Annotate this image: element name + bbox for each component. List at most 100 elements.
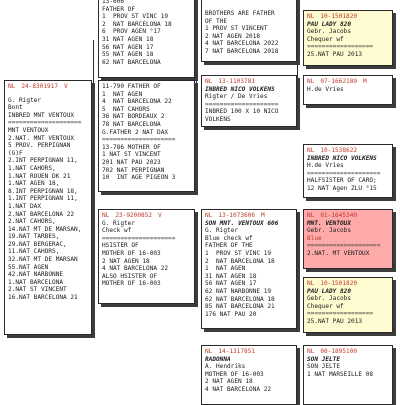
ring-prefix: NL <box>307 78 315 85</box>
result-line: 1.NAT ROUEN DK 21 <box>8 172 71 180</box>
sex-marker: V <box>64 83 68 90</box>
info-line: Chequer wf <box>307 302 344 310</box>
ring-header: NL 08-1895100 <box>307 348 389 356</box>
ring-prefix: NL <box>307 348 315 355</box>
pigeon-card-dam[interactable]: NL 23-9200852 V G. Rigter Check wf =====… <box>98 209 195 304</box>
ring-header: NL 01-1645340 <box>307 212 389 220</box>
info-line: SON JELTE <box>307 363 341 371</box>
result-line: 4 NAT BARCELONA 22 <box>102 265 169 273</box>
sex-marker: M <box>363 78 367 85</box>
ancestor-card-top-left[interactable]: 13-606 FATHER OF 1 PROV ST VINC 19 2 NAT… <box>98 0 195 78</box>
info-line: 1 NAT AGEN <box>205 265 246 273</box>
info-line: 4 NAT BARCELONA 2022 <box>205 40 279 48</box>
separator: ==================== <box>307 169 381 177</box>
result-line: 11.NAT CAHORS, <box>8 248 60 256</box>
pedigree-connector <box>93 40 94 92</box>
separator: ================== <box>307 43 374 51</box>
ring-number: 10-1501820 <box>320 13 358 20</box>
ancestor-card-bottom-mid[interactable]: NL 14-1317851 RADONNA A. Hendriks MOTHER… <box>201 345 297 405</box>
info-line: Blue <box>307 234 322 242</box>
pigeon-card-sire[interactable]: NL 24-8301917 V G. Rigter Bont INBRED MN… <box>4 80 92 335</box>
info-line: 78 NAT BARCELONA <box>102 120 161 128</box>
pedigree-connector <box>297 240 298 280</box>
ring-prefix: NL <box>307 280 315 287</box>
info-line: 31 NAT AGEN 18 <box>102 35 154 43</box>
info-line: 11-790 FATHER OF <box>102 83 161 90</box>
result-line: 2.NAT. MNT VENTOUX <box>8 134 75 142</box>
ancestor-card-bottom-right[interactable]: NL 08-1895100 SON JELTE SON JELTE 1 NAT … <box>303 345 393 405</box>
info-line: Rigter / De Vries <box>205 93 268 101</box>
pigeon-name: MNT. VENTOUX <box>307 219 352 227</box>
ancestor-card-yellow[interactable]: NL 10-1501820 PAU LADY 820 Gebr. Jacobs … <box>303 277 393 333</box>
result-line: 1.INT PERPIGNAN 11, <box>8 195 78 203</box>
separator: ==================== <box>205 100 279 108</box>
info-line: 36 NAT BORDEAUX 2 <box>102 113 165 121</box>
ancestor-card-top-mid[interactable]: BROTHERS ARE FATHER OF THE 1 PROV ST VIN… <box>201 0 297 62</box>
ring-number: 10-1538622 <box>320 147 358 154</box>
separator: ==================== <box>8 119 82 127</box>
result-line: 1.NAT BARCELONA <box>8 278 64 286</box>
info-line: 2 NAT AGEN 18 <box>205 378 253 386</box>
result-line: 1.NAT DAX <box>8 202 42 210</box>
result-line: (G)F <box>8 149 23 157</box>
info-line: 7 NAT BARCELONA 2018 <box>205 47 279 55</box>
result-line: 201 NAT PAU 2023 <box>102 158 161 166</box>
pigeon-name: INBRED NICO VOLKENS <box>205 85 275 93</box>
ancestor-card-sire-b[interactable]: NL 13-1073606 M SON MNT. VENTOUX 606 G. … <box>201 209 297 329</box>
result-line: 702 NAT PERPIGNAN <box>102 166 165 174</box>
ring-number: 24-8301917 <box>21 83 59 90</box>
info-line: G. Rigter <box>8 96 42 104</box>
ancestor-card-pink[interactable]: NL 01-1645340 MNT. VENTOUX Gebr. Jacobs … <box>303 209 393 269</box>
result-line: 2.NAT BARCELONA 22 <box>8 210 75 218</box>
info-line: 62 NAT BARCELONA <box>102 58 161 66</box>
result-line: 25.NAT PAU 2013 <box>307 317 363 325</box>
info-line: Gebr. Jacobs <box>307 227 352 235</box>
info-line: Gebr. Jacobs <box>307 28 352 36</box>
ring-number: 01-1645340 <box>320 212 358 219</box>
ring-header: NL 14-1317851 <box>205 348 293 356</box>
info-line: A. Hendriks <box>205 363 246 371</box>
info-line: 2 NAT BARCELONA 18 <box>102 20 172 28</box>
info-line: 62 NAT NARBONNE 19 <box>205 287 272 295</box>
result-line: 5 PROV. PERPIGNAN <box>8 142 71 150</box>
result-line: ALSO HSISTER OF <box>102 272 158 280</box>
result-line: 19.NAT TARBES, <box>8 233 60 241</box>
ancestor-card-mid-right-b[interactable]: NL 10-1538622 INBRED NICO VOLKENS H.de V… <box>303 144 393 198</box>
result-line: 1 NAT ST VINCENT <box>102 151 161 159</box>
result-line: 14.NAT MT DE MARSAN, <box>8 225 82 233</box>
result-line: 25.NAT PAU 2013 <box>307 50 363 58</box>
info-line: H.de Vries <box>307 162 344 170</box>
result-line: MOTHER OF 16-003 <box>102 249 161 257</box>
ring-prefix: NL <box>307 212 315 219</box>
ring-prefix: NL <box>307 147 315 154</box>
info-line: 62 NAT BARCELONA 18 <box>205 295 275 303</box>
info-line: 1 PROV ST VINC 19 <box>205 249 272 257</box>
info-line: Check wf <box>102 227 132 235</box>
ring-header: NL 24-8301917 V <box>8 83 88 91</box>
ancestor-card-mid-left[interactable]: 11-790 FATHER OF 1 NAT AGEN 4 NAT BARCEL… <box>98 80 195 192</box>
info-line: 55 NAT AGEN 18 <box>102 51 154 59</box>
result-line: 13-786 MOTHER OF <box>102 143 161 151</box>
info-line: G. Rigter <box>102 219 136 227</box>
info-line: FATHER OF <box>102 5 136 13</box>
pigeon-name: RADONNA <box>205 355 231 363</box>
result-line: 2.INT PERPIGNAN 11, <box>8 157 78 165</box>
result-line: MNT VENTOUX <box>8 126 49 134</box>
ancestor-card-mid-center[interactable]: NL 13-1103781 INBRED NICO VOLKENS Rigter… <box>201 75 297 127</box>
ring-prefix: NL <box>102 212 110 219</box>
info-line: 5 NAT CAHORS <box>102 105 150 113</box>
info-line: Gebr. Jacobs <box>307 295 352 303</box>
ring-number: 08-1895100 <box>320 348 358 355</box>
info-line: 85 NAT BARCELONA 21 <box>205 303 275 311</box>
ancestor-card-top-right[interactable]: NL 10-1501820 PAU LADY 820 Gebr. Jacobs … <box>303 10 393 66</box>
info-line: FATHER OF THE <box>205 242 253 250</box>
separator: ==================== <box>102 136 176 144</box>
info-line: 176 NAT PAU 20 <box>205 310 257 318</box>
pigeon-name: INBRED NICO VOLKENS <box>307 154 377 162</box>
ring-header: NL 13-1073606 M <box>205 212 293 220</box>
sex-marker: V <box>158 212 162 219</box>
info-line: 13-606 <box>102 0 125 5</box>
result-line: 12 NAT Agen ZLU °15 <box>307 184 377 192</box>
ancestor-card-mid-right-a[interactable]: NL 07-1662189 M H.de Vries <box>303 75 393 105</box>
result-line: 8.INT PERPIGNAN 18, <box>8 187 78 195</box>
